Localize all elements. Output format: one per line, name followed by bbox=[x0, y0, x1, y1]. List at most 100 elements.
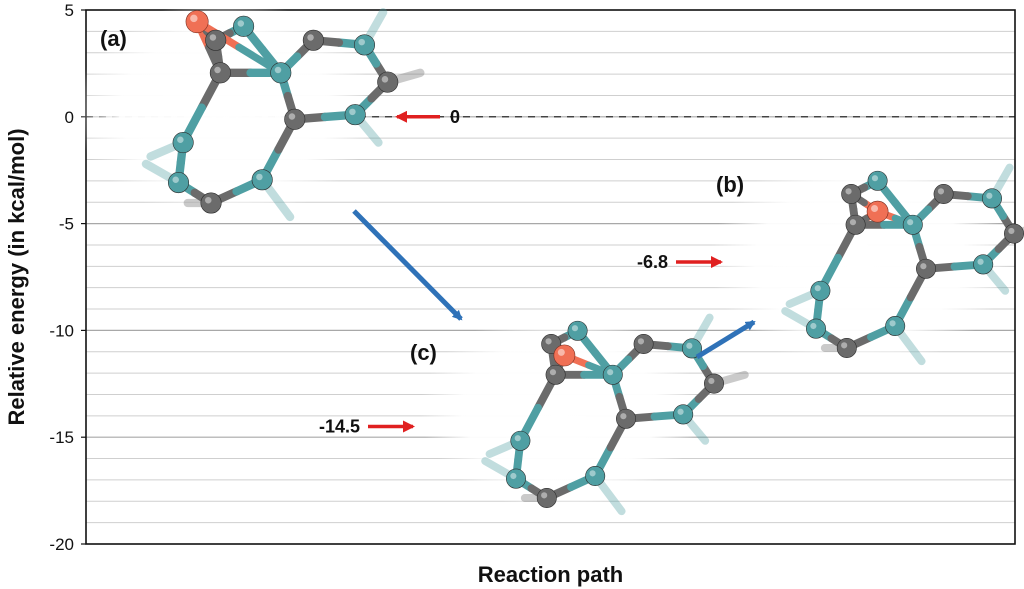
y-tick-label: -5 bbox=[59, 215, 74, 234]
nitrogen-atom bbox=[567, 320, 588, 341]
path-arrow-a-to-c bbox=[352, 209, 463, 321]
atom-highlight bbox=[349, 108, 356, 116]
atom-highlight bbox=[307, 34, 314, 41]
nitrogen-atom bbox=[885, 316, 906, 336]
nitrogen-atom bbox=[510, 430, 531, 451]
y-axis-label: Relative energy (in kcal/mol) bbox=[4, 128, 29, 425]
y-tick-label: -20 bbox=[49, 535, 74, 554]
nitrogen-atom bbox=[673, 404, 694, 425]
path-arrow-c-to-b bbox=[695, 319, 756, 360]
carbon-atom bbox=[284, 108, 306, 130]
carbon-atom bbox=[933, 184, 954, 204]
carbon-atom bbox=[200, 192, 222, 214]
atom-highlight bbox=[986, 192, 993, 199]
carbon-atom bbox=[616, 408, 636, 429]
energy-value-label: 0 bbox=[450, 107, 460, 127]
carbon-atom bbox=[841, 184, 862, 204]
nitrogen-atom bbox=[270, 62, 292, 84]
nitrogen-atom bbox=[682, 338, 702, 359]
nitrogen-atom bbox=[167, 172, 190, 194]
atom-highlight bbox=[708, 377, 715, 385]
path-arrows bbox=[352, 209, 756, 360]
carbon-atom bbox=[916, 258, 936, 279]
nitrogen-atom bbox=[602, 364, 623, 385]
molecule-halo bbox=[710, 150, 1010, 370]
atom-highlight bbox=[607, 369, 614, 376]
atom-highlight bbox=[358, 38, 365, 46]
nitrogen-atom bbox=[810, 280, 831, 301]
atom-highlight bbox=[871, 175, 879, 182]
atom-highlight bbox=[845, 188, 852, 195]
atom-highlight bbox=[589, 470, 596, 477]
x-axis-label: Reaction path bbox=[478, 562, 623, 587]
atom-highlight bbox=[172, 176, 179, 184]
atom-highlight bbox=[541, 492, 548, 499]
atom-highlight bbox=[889, 320, 896, 327]
nitrogen-atom bbox=[902, 214, 923, 235]
nitrogen-atom bbox=[344, 104, 366, 126]
carbon-atom bbox=[845, 214, 866, 235]
atom-highlight bbox=[920, 263, 927, 270]
atom-highlight bbox=[214, 66, 221, 74]
atom-highlight bbox=[514, 435, 521, 442]
molecule-structure bbox=[710, 150, 1024, 370]
atom-highlight bbox=[381, 76, 389, 83]
atom-highlight bbox=[677, 408, 684, 415]
atom-highlight bbox=[814, 285, 821, 292]
carbon-atom bbox=[302, 29, 324, 51]
atom-highlight bbox=[620, 413, 627, 420]
atom-highlight bbox=[557, 348, 565, 356]
y-tick-label: -15 bbox=[49, 428, 74, 447]
atom-highlight bbox=[510, 472, 517, 480]
atom-highlight bbox=[841, 342, 848, 349]
atom-highlight bbox=[256, 173, 263, 181]
nitrogen-atom bbox=[506, 468, 526, 489]
carbon-atom bbox=[536, 488, 557, 508]
atom-highlight bbox=[177, 136, 184, 144]
atom-highlight bbox=[288, 113, 296, 120]
carbon-atom bbox=[545, 364, 566, 385]
atom-highlight bbox=[545, 338, 552, 345]
nitrogen-atom bbox=[233, 15, 255, 37]
nitrogen-atom bbox=[172, 132, 194, 154]
atom-highlight bbox=[549, 369, 557, 376]
atom-highlight bbox=[810, 322, 817, 330]
nitrogen-atom bbox=[353, 34, 376, 56]
nitrogen-atom bbox=[806, 318, 826, 339]
atom-highlight bbox=[190, 14, 198, 23]
atom-highlight bbox=[274, 66, 282, 74]
y-tick-label: 5 bbox=[65, 1, 74, 20]
carbon-atom bbox=[209, 62, 231, 84]
oxygen-atom bbox=[866, 200, 889, 223]
atom-highlight bbox=[977, 258, 984, 265]
oxygen-atom bbox=[553, 344, 576, 367]
y-tick-label: 0 bbox=[65, 108, 74, 127]
state-label: (c) bbox=[410, 340, 437, 365]
atom-highlight bbox=[937, 188, 945, 195]
atom-highlight bbox=[849, 219, 857, 226]
oxygen-atom bbox=[185, 10, 209, 34]
nitrogen-atom bbox=[973, 254, 994, 275]
nitrogen-atom bbox=[982, 188, 1002, 209]
molecule-structure bbox=[75, 0, 425, 222]
carbon-atom bbox=[704, 373, 724, 394]
carbon-atom bbox=[1004, 223, 1024, 244]
state-label: (a) bbox=[100, 26, 127, 51]
molecule-structures bbox=[75, 0, 1024, 516]
atom-highlight bbox=[686, 342, 693, 349]
energy-value-label: -6.8 bbox=[637, 252, 668, 272]
carbon-atom bbox=[205, 29, 227, 51]
atom-highlight bbox=[1008, 227, 1015, 235]
molecule-structure bbox=[420, 310, 749, 516]
energy-value-label: -14.5 bbox=[319, 417, 360, 437]
carbon-atom bbox=[377, 71, 399, 93]
nitrogen-atom bbox=[585, 466, 606, 486]
state-label: (b) bbox=[716, 172, 744, 197]
atom-highlight bbox=[237, 20, 245, 27]
atom-highlight bbox=[205, 196, 212, 204]
carbon-atom bbox=[633, 334, 654, 354]
atom-highlight bbox=[571, 325, 579, 332]
y-axis-ticks: 50-5-10-15-20 bbox=[49, 1, 86, 554]
nitrogen-atom bbox=[867, 170, 888, 191]
